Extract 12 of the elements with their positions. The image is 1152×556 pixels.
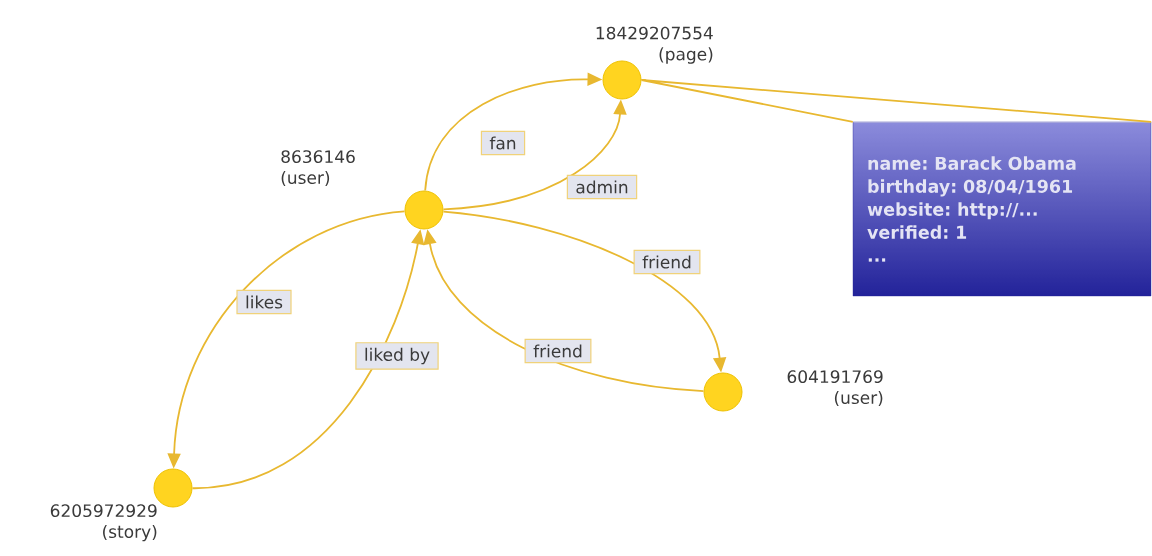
edge-label: friend [633, 249, 701, 275]
node-label: 6205972929 (story) [50, 504, 157, 542]
info-box: name: Barack Obama birthday: 08/04/1961 website: http://... verified: 1 ... [852, 121, 1152, 297]
edge-label: likes [236, 289, 292, 315]
node-label: 604191769 (user) [787, 370, 883, 407]
edge-label: fan [480, 130, 526, 156]
edge-label: friend [524, 338, 592, 364]
node-label: 8636146 (user) [281, 150, 355, 187]
edge-label: liked by [355, 342, 439, 370]
callout-line [640, 79, 1152, 123]
edge-label: admin [566, 174, 638, 200]
node-label: 18429207554 (page) [596, 26, 713, 64]
